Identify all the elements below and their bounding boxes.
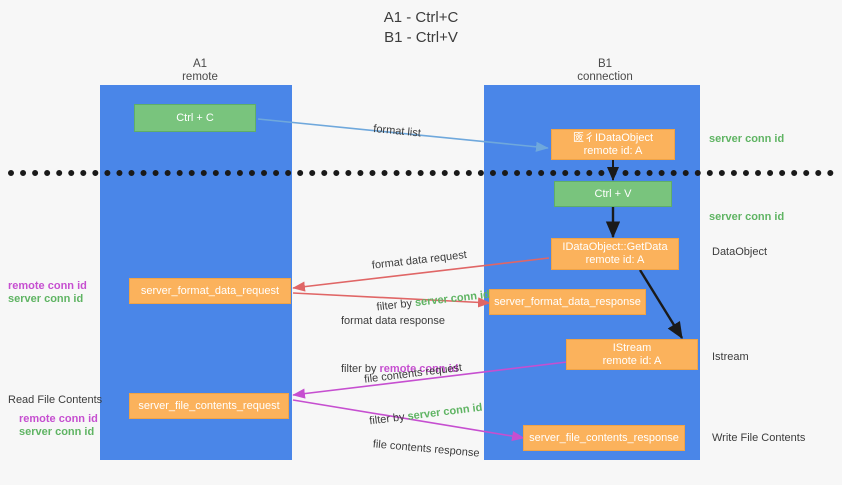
edge-label-format-data-response-line1: format data response (341, 315, 445, 327)
node-ctrl-c[interactable]: Ctrl + C (134, 104, 256, 132)
edge-label-format-data-response: format data response filter by remote co… (341, 286, 458, 404)
node-server-format-data-request-label: server_format_data_request (140, 284, 280, 297)
side-label-server-conn-id-left-mid: server conn id (8, 293, 84, 305)
phase-separator (8, 170, 834, 176)
node-idataobject-line1: 匳彳IDataObject (572, 131, 654, 144)
node-server-file-contents-request-label: server_file_contents_request (138, 399, 280, 412)
page-title: A1 - Ctrl+C B1 - Ctrl+V (383, 9, 459, 46)
side-label-remote-conn-id-mid: remote conn id (8, 280, 87, 292)
side-label-dataobject: DataObject (712, 246, 768, 258)
remote-conn-id-token: remote conn id (379, 363, 459, 375)
lane-header-b1: B1 connection (577, 58, 633, 83)
side-label-read-file-contents: Read File Contents (8, 394, 103, 406)
node-ctrl-v[interactable]: Ctrl + V (554, 181, 672, 207)
node-istream-line1: IStream (612, 341, 652, 354)
node-istream[interactable]: IStream remote id: A (566, 339, 698, 370)
edge-label-file-contents-response-line1: file contents response (372, 438, 480, 460)
node-server-format-data-response-label: server_format_data_response (494, 295, 641, 308)
node-server-file-contents-response-label: server_file_contents_response (529, 431, 679, 444)
node-ctrl-c-label: Ctrl + C (176, 111, 214, 124)
filter-by-text: filter by (341, 363, 380, 375)
node-idataobject-getdata[interactable]: IDataObject::GetData remote id: A (551, 238, 679, 270)
side-label-remote-conn-id-bottom: remote conn id (19, 413, 98, 425)
edge-label-format-data-request-line1: format data request (371, 249, 468, 272)
node-getdata-line1: IDataObject::GetData (562, 241, 668, 253)
node-server-format-data-response[interactable]: server_format_data_response (489, 289, 646, 315)
lane-header-a1: A1 remote (182, 58, 218, 83)
edge-label-format-data-response-line2: filter by remote conn id (341, 362, 458, 376)
side-label-server-conn-id-top: server conn id (709, 133, 785, 145)
side-label-write-file-contents: Write File Contents (712, 432, 806, 444)
edge-label-file-contents-request-line1: file contents request (363, 361, 463, 386)
node-server-file-contents-response[interactable]: server_file_contents_response (523, 425, 685, 451)
side-label-server-conn-id-bottom: server conn id (19, 426, 95, 438)
node-idataobject[interactable]: 匳彳IDataObject remote id: A (551, 129, 675, 160)
node-server-file-contents-request[interactable]: server_file_contents_request (129, 393, 289, 419)
side-label-server-conn-id-mid: server conn id (709, 211, 785, 223)
node-server-format-data-request[interactable]: server_format_data_request (129, 278, 291, 304)
edge-label-file-contents-response: file contents response filter by remote … (338, 407, 483, 485)
node-ctrl-v-label: Ctrl + V (594, 187, 632, 200)
side-label-istream: Istream (712, 351, 749, 363)
edge-label-format-list: format list (372, 122, 422, 140)
node-getdata-line2: remote id: A (585, 254, 645, 266)
node-istream-line2: remote id: A (602, 354, 662, 367)
node-idataobject-line2: remote id: A (583, 144, 643, 157)
